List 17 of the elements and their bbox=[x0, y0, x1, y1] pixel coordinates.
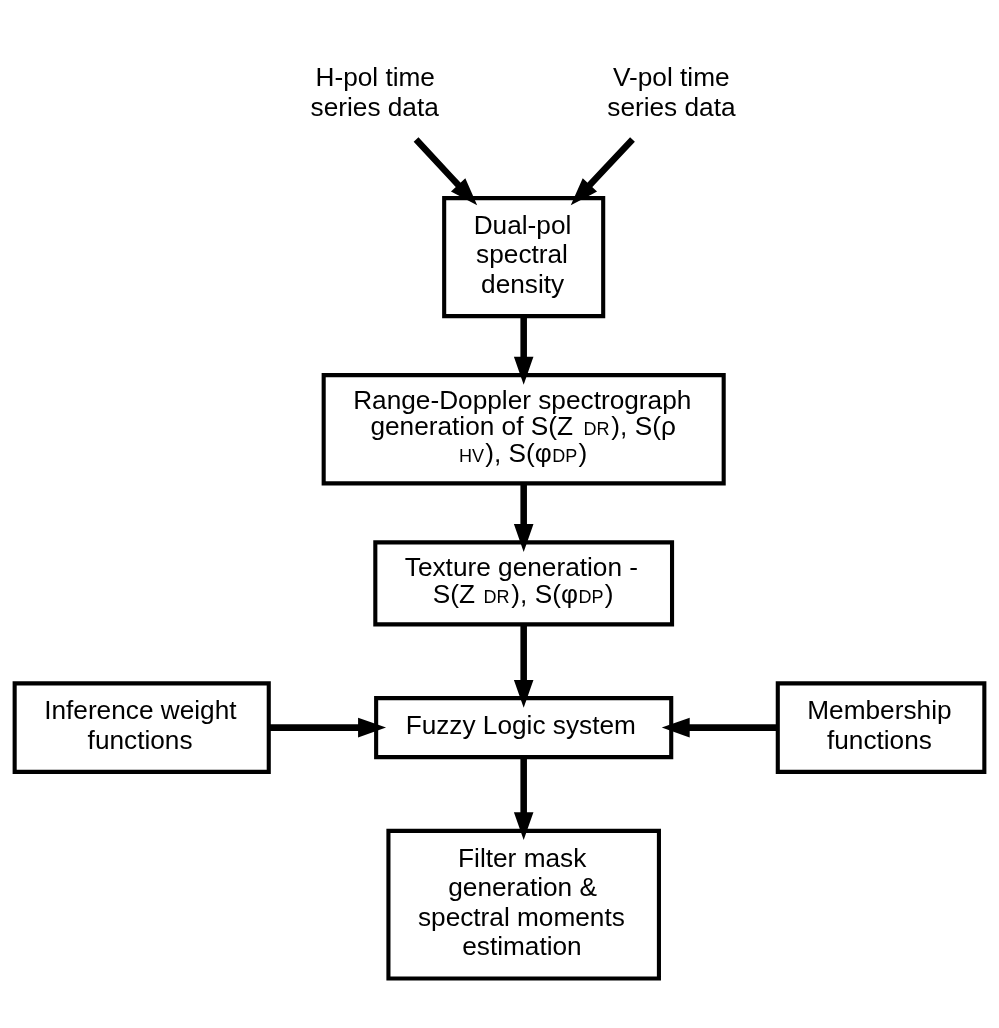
arrow bbox=[513, 624, 534, 708]
arrow bbox=[513, 315, 534, 385]
node-box: Range-Doppler spectrograph generation of S(Z DR), S(ρ HV), S(φDP) bbox=[321, 372, 726, 485]
arrow bbox=[413, 136, 478, 205]
node-box: Texture generation - S(Z DR), S(φDP) bbox=[373, 539, 675, 626]
arrow bbox=[269, 717, 387, 737]
node-box: Dual-pol spectral density bbox=[442, 195, 606, 318]
arrow bbox=[661, 717, 778, 737]
arrow bbox=[513, 756, 534, 840]
node-box: Inference weight functions bbox=[12, 680, 271, 774]
arrow bbox=[570, 136, 635, 205]
arrow bbox=[513, 483, 534, 552]
node-box: Filter mask generation & spectral moments estimation bbox=[386, 828, 661, 980]
node-box: Membership functions bbox=[775, 680, 987, 774]
node-box: Fuzzy Logic system bbox=[374, 695, 674, 759]
node-text: V-pol time series data bbox=[607, 61, 736, 122]
node-text: H-pol time series data bbox=[310, 61, 439, 122]
